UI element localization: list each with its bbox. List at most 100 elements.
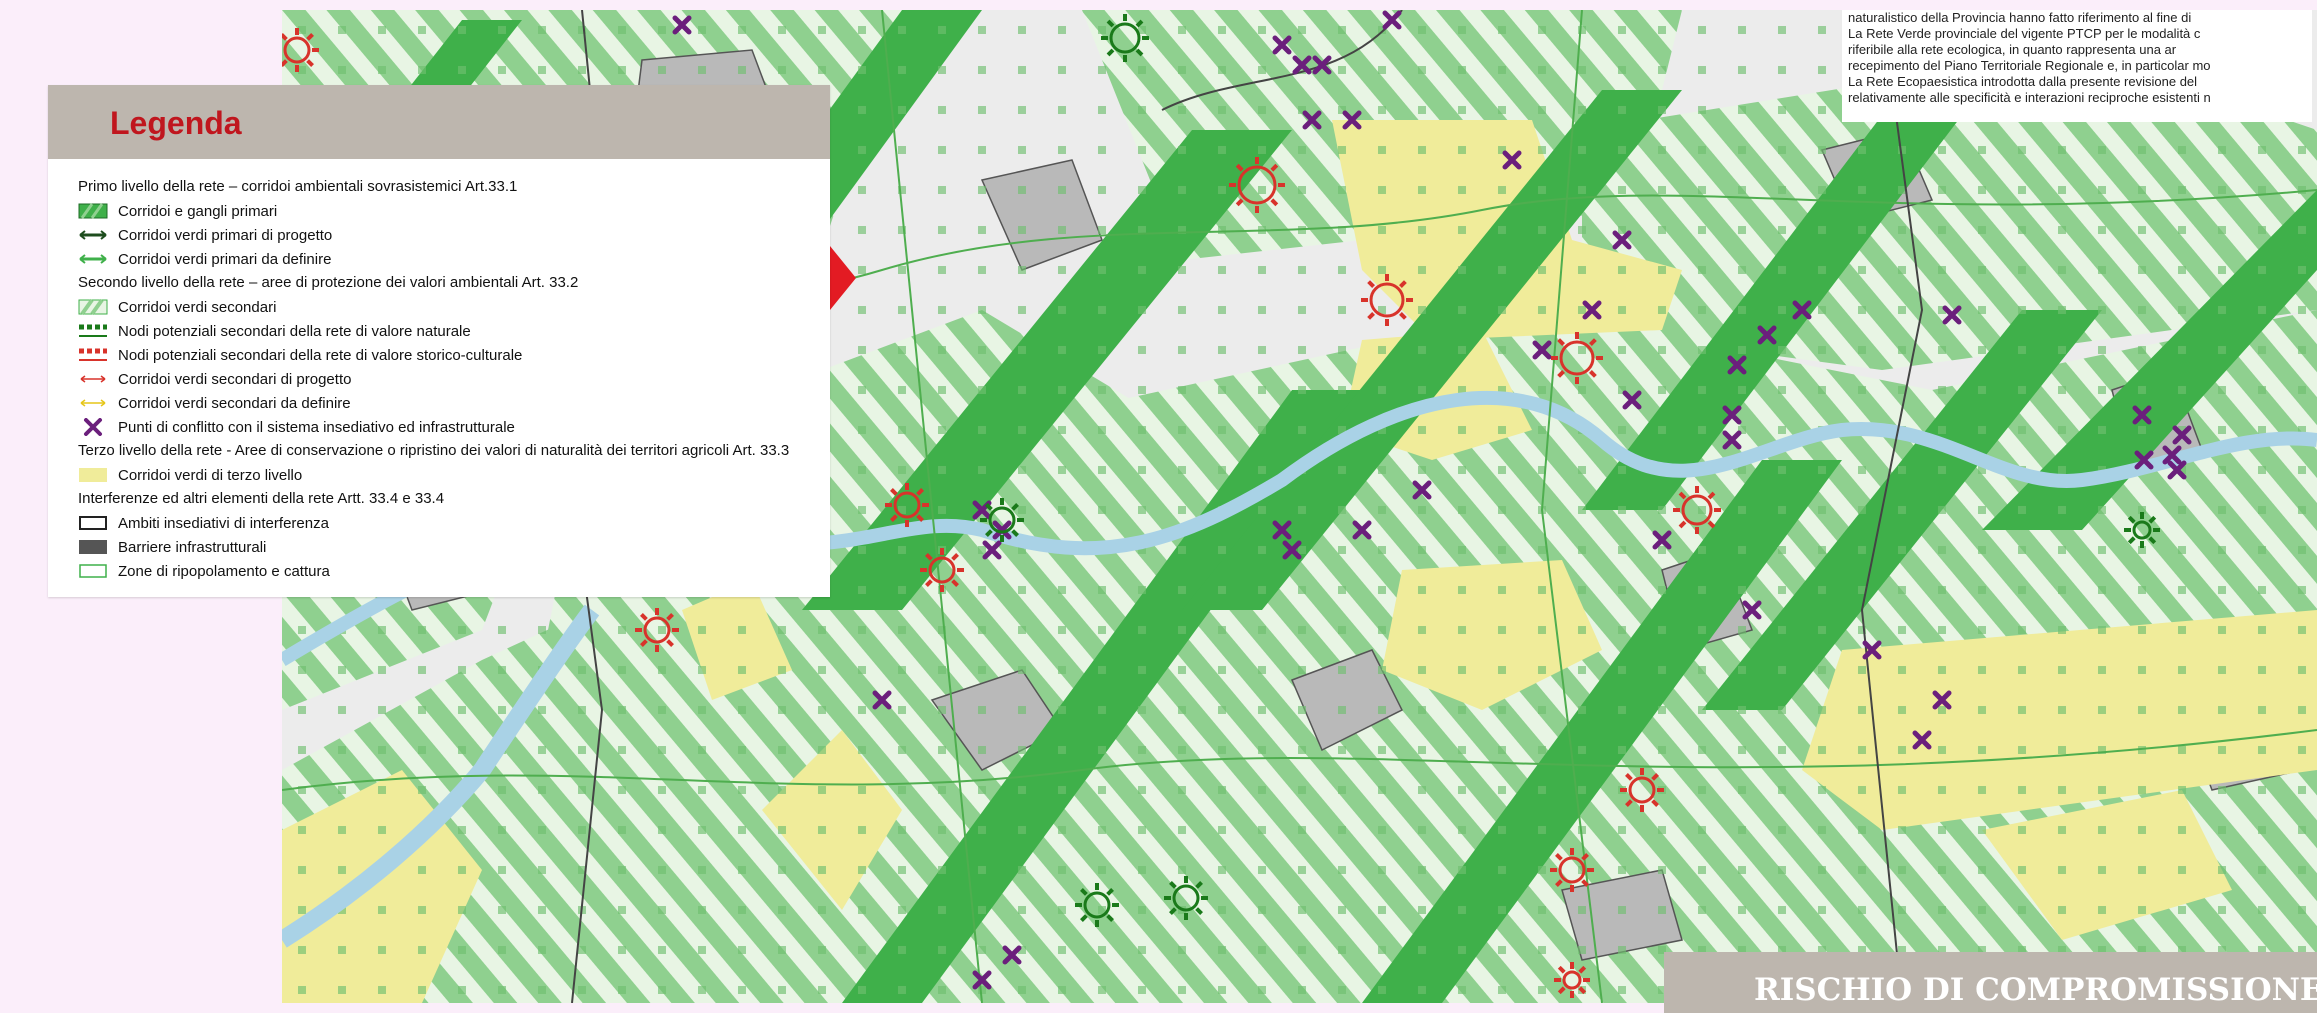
natural-node-icon[interactable] bbox=[1075, 883, 1119, 927]
legend-item: Corridoi verdi primari di progetto bbox=[78, 223, 820, 247]
conflict-point-icon[interactable] bbox=[2172, 425, 2192, 445]
legend-item: Corridoi verdi primari da definire bbox=[78, 247, 820, 271]
conflict-point-icon[interactable] bbox=[1722, 430, 1742, 450]
conflict-point-icon[interactable] bbox=[1622, 390, 1642, 410]
natural-node-icon[interactable] bbox=[2124, 512, 2160, 548]
historic-node-icon[interactable] bbox=[1551, 332, 1603, 384]
historic-node-icon[interactable] bbox=[635, 608, 679, 652]
legend-body: Primo livello della rete – corridoi ambi… bbox=[78, 175, 820, 583]
green-dash-icon bbox=[79, 324, 107, 337]
dark-arrow-icon bbox=[79, 230, 107, 240]
intro-text: naturalistico della Provincia hanno fatt… bbox=[1842, 10, 2312, 122]
conflict-point-icon[interactable] bbox=[1282, 540, 1302, 560]
conflict-point-icon[interactable] bbox=[872, 690, 892, 710]
conflict-point-icon[interactable] bbox=[1742, 600, 1762, 620]
conflict-point-icon[interactable] bbox=[1302, 110, 1322, 130]
conflict-point-icon[interactable] bbox=[1727, 355, 1747, 375]
conflict-points-layer bbox=[672, 10, 2192, 990]
banner-title: RISCHIO DI COMPROMISSIONE PA bbox=[1754, 972, 2317, 1008]
conflict-point-icon[interactable] bbox=[1532, 340, 1552, 360]
historic-node-icon[interactable] bbox=[1673, 486, 1721, 534]
map-area[interactable] bbox=[282, 10, 2317, 1003]
historic-node-icon[interactable] bbox=[1229, 157, 1285, 213]
conflict-point-icon[interactable] bbox=[2132, 405, 2152, 425]
conflict-point-icon[interactable] bbox=[1272, 35, 1292, 55]
legend-item: Zone di ripopolamento e cattura bbox=[78, 559, 820, 583]
legend-item-label: Corridoi verdi di terzo livello bbox=[118, 466, 303, 484]
legend-item: Ambiti insediativi di interferenza bbox=[78, 511, 820, 535]
conflict-point-icon[interactable] bbox=[1382, 10, 1402, 30]
conflict-point-icon[interactable] bbox=[1612, 230, 1632, 250]
legend-item-label: Punti di conflitto con il sistema insedi… bbox=[118, 418, 515, 436]
legend-section-heading: Secondo livello della rete – aree di pro… bbox=[78, 274, 579, 291]
legend-item: Punti di conflitto con il sistema insedi… bbox=[78, 415, 820, 439]
conflict-point-icon[interactable] bbox=[1792, 300, 1812, 320]
legend-item: Nodi potenziali secondari della rete di … bbox=[78, 319, 820, 343]
historic-node-icon[interactable] bbox=[1554, 962, 1590, 998]
legend-item-label: Barriere infrastrutturali bbox=[118, 538, 267, 556]
natural-node-icon[interactable] bbox=[1164, 876, 1208, 920]
natural-node-icon[interactable] bbox=[1101, 14, 1149, 62]
legend-item: Barriere infrastrutturali bbox=[78, 535, 820, 559]
conflict-point-icon[interactable] bbox=[1342, 110, 1362, 130]
conflict-x-icon bbox=[84, 418, 102, 436]
conflict-point-icon[interactable] bbox=[2162, 445, 2182, 465]
historic-node-icon[interactable] bbox=[1550, 848, 1594, 892]
conflict-point-icon[interactable] bbox=[1352, 520, 1372, 540]
legend-item-label: Corridoi verdi secondari bbox=[118, 298, 277, 316]
historic-node-icon[interactable] bbox=[282, 28, 319, 72]
conflict-point-icon[interactable] bbox=[1757, 325, 1777, 345]
legend-item-label: Corridoi verdi primari da definire bbox=[118, 250, 332, 268]
gray-fill-icon bbox=[79, 540, 107, 554]
outline-box-icon bbox=[79, 516, 107, 530]
legend-panel: Legenda Primo livello della rete – corri… bbox=[48, 85, 830, 597]
conflict-point-icon[interactable] bbox=[1502, 150, 1522, 170]
legend-item: Corridoi verdi secondari di progetto bbox=[78, 367, 820, 391]
map-canvas[interactable] bbox=[282, 10, 2317, 1003]
intro-line: La Rete Ecopaesistica introdotta dalla p… bbox=[1848, 74, 2198, 89]
legend-item-label: Zone di ripopolamento e cattura bbox=[118, 562, 330, 580]
legend-item: Corridoi verdi di terzo livello bbox=[78, 463, 820, 487]
hatch-icon bbox=[78, 298, 108, 316]
conflict-point-icon[interactable] bbox=[1862, 640, 1882, 660]
legend-section-heading: Terzo livello della rete - Aree di conse… bbox=[78, 442, 790, 459]
conflict-point-icon[interactable] bbox=[2134, 450, 2154, 470]
legend-item-label: Nodi potenziali secondari della rete di … bbox=[118, 322, 471, 340]
intro-line: riferibile alla rete ecologica, in quant… bbox=[1848, 42, 2177, 57]
historic-node-icon[interactable] bbox=[885, 483, 929, 527]
conflict-point-icon[interactable] bbox=[1912, 730, 1932, 750]
intro-line: La Rete Verde provinciale del vigente PT… bbox=[1848, 26, 2201, 41]
green-arrow-icon bbox=[79, 254, 107, 264]
conflict-point-icon[interactable] bbox=[1312, 55, 1332, 75]
conflict-point-icon[interactable] bbox=[1942, 305, 1962, 325]
legend-item-label: Corridoi verdi primari di progetto bbox=[118, 226, 333, 244]
conflict-point-icon[interactable] bbox=[1722, 405, 1742, 425]
historic-node-icon[interactable] bbox=[920, 548, 964, 592]
legend-item-label: Ambiti insediativi di interferenza bbox=[118, 514, 329, 532]
conflict-point-icon[interactable] bbox=[1652, 530, 1672, 550]
primary-fill-icon bbox=[78, 203, 108, 219]
natural-node-icon[interactable] bbox=[980, 498, 1024, 542]
conflict-point-icon[interactable] bbox=[1582, 300, 1602, 320]
conflict-point-icon[interactable] bbox=[972, 970, 992, 990]
legend-section-heading: Interferenze ed altri elementi della ret… bbox=[78, 490, 445, 507]
conflict-point-icon[interactable] bbox=[1272, 520, 1292, 540]
conflict-point-icon[interactable] bbox=[982, 540, 1002, 560]
yellow-fill-icon bbox=[79, 468, 107, 482]
green-outline-icon bbox=[79, 564, 107, 578]
conflict-point-icon[interactable] bbox=[2167, 460, 2187, 480]
conflict-point-icon[interactable] bbox=[1412, 480, 1432, 500]
conflict-point-icon[interactable] bbox=[1292, 55, 1312, 75]
conflict-point-icon[interactable] bbox=[1932, 690, 1952, 710]
yellow-arrow-icon bbox=[80, 399, 106, 407]
conflict-point-icon[interactable] bbox=[992, 520, 1012, 540]
historic-node-icon[interactable] bbox=[1620, 768, 1664, 812]
historic-node-icon[interactable] bbox=[1361, 274, 1413, 326]
intro-line: naturalistico della Provincia hanno fatt… bbox=[1848, 10, 2192, 25]
red-pointer-icon bbox=[830, 246, 856, 310]
conflict-point-icon[interactable] bbox=[1002, 945, 1022, 965]
legend-header: Legenda bbox=[48, 85, 830, 159]
legend-title: Legenda bbox=[110, 105, 242, 141]
conflict-point-icon[interactable] bbox=[672, 15, 692, 35]
legend-item-label: Corridoi e gangli primari bbox=[118, 202, 278, 220]
